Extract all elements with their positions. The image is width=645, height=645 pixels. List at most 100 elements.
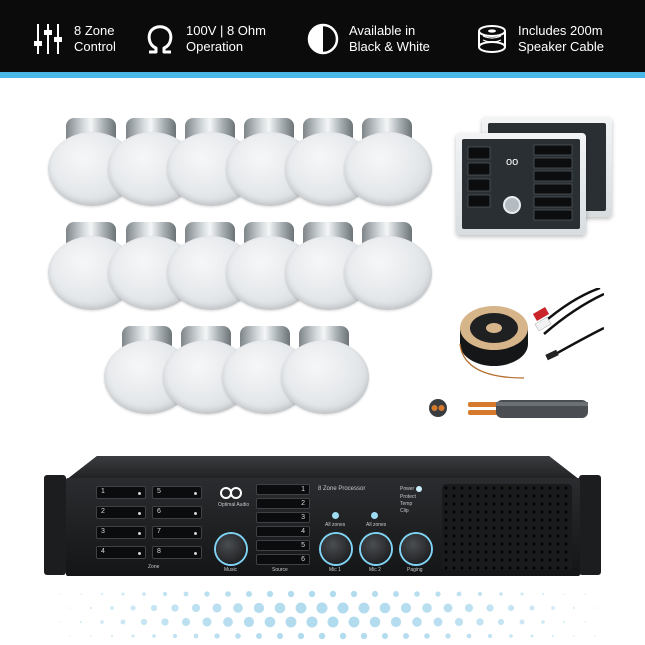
decor-dot <box>59 621 61 623</box>
sliders-icon <box>30 21 66 57</box>
power-led <box>416 486 422 492</box>
decor-dot <box>563 593 565 595</box>
mic1-label: Mic 1 <box>329 567 341 573</box>
decor-dot <box>379 602 391 614</box>
all-zones-2-label: All zones <box>366 522 387 528</box>
decor-dot <box>150 604 158 612</box>
decor-dot <box>381 632 389 640</box>
feature-line2: Black & White <box>349 39 430 54</box>
decor-dot <box>339 632 347 640</box>
decor-dot <box>454 617 464 627</box>
zone-button[interactable]: 4 <box>96 546 146 559</box>
decor-dot <box>572 606 576 610</box>
feature-zone-control: 8 Zone Control <box>30 18 116 60</box>
decor-dot <box>223 617 233 627</box>
source-button[interactable]: 4 <box>256 526 310 537</box>
status-protect: Protect <box>400 494 416 500</box>
decor-dot <box>360 632 368 640</box>
decor-dot <box>318 632 326 640</box>
decor-dot <box>264 616 276 628</box>
feature-line2: Speaker Cable <box>518 39 604 54</box>
decor-dot <box>497 618 505 626</box>
zone-button[interactable]: 6 <box>152 506 202 519</box>
decor-dot <box>308 590 316 598</box>
cable-cross-section <box>429 399 588 418</box>
zone-button[interactable]: 1 <box>96 486 146 499</box>
wall-controller-front: oo <box>456 133 586 235</box>
mic1-volume-knob[interactable] <box>321 534 351 564</box>
decor-dot <box>171 604 179 612</box>
decor-dot <box>594 607 596 609</box>
feature-line2: Control <box>74 39 116 54</box>
zone-button[interactable]: 5 <box>152 486 202 499</box>
source-button[interactable]: 5 <box>256 540 310 551</box>
decor-dot <box>100 592 104 596</box>
decor-dot <box>435 591 441 597</box>
decor-dot <box>414 591 420 597</box>
feature-bar-accent <box>0 72 645 78</box>
decor-dot <box>486 604 494 612</box>
half-circle-icon <box>305 21 341 57</box>
feature-line1: 100V | 8 Ohm <box>186 23 266 38</box>
decor-dot <box>509 634 513 638</box>
decor-dot <box>594 635 596 637</box>
decor-dot <box>390 616 402 628</box>
decor-dot <box>412 617 422 627</box>
decor-dot <box>181 617 191 627</box>
ceiling-speaker <box>281 326 371 416</box>
paging-volume-knob[interactable] <box>401 534 431 564</box>
decor-dot <box>120 619 126 625</box>
decor-dot <box>287 590 295 598</box>
decor-dot <box>584 593 586 595</box>
decorative-dot-pattern <box>59 590 596 640</box>
decor-dot <box>306 616 318 628</box>
zone-button[interactable]: 8 <box>152 546 202 559</box>
decor-dot <box>90 635 92 637</box>
source-button[interactable]: 6 <box>256 554 310 565</box>
speaker-cable-reel <box>459 288 604 379</box>
music-volume-knob[interactable] <box>216 534 246 564</box>
decor-dot <box>456 591 462 597</box>
decor-dot <box>204 591 210 597</box>
source-button[interactable]: 1 <box>256 484 310 495</box>
decor-dot <box>327 616 339 628</box>
ohm-icon <box>142 21 178 57</box>
feature-line2: Operation <box>186 39 244 54</box>
zone-label: Zone <box>148 564 160 570</box>
zone-button[interactable]: 2 <box>96 506 146 519</box>
processor-title: 8 Zone Processor <box>318 486 366 492</box>
decor-dot <box>337 602 349 614</box>
amplifier-vent-grille <box>442 484 572 570</box>
decor-dot <box>225 591 231 597</box>
mic2-volume-knob[interactable] <box>361 534 391 564</box>
decor-dot <box>519 619 525 625</box>
decor-dot <box>183 591 189 597</box>
decor-dot <box>191 603 201 613</box>
zone-button[interactable]: 3 <box>96 526 146 539</box>
zone-button[interactable]: 7 <box>152 526 202 539</box>
decor-dot <box>131 634 135 638</box>
decor-dot <box>350 590 358 598</box>
decor-dot <box>329 590 337 598</box>
mic2-label: Mic 2 <box>369 567 381 573</box>
ceiling-speaker <box>344 118 434 208</box>
decor-dot <box>233 603 243 613</box>
decor-dot <box>424 633 430 639</box>
decor-dot <box>110 606 114 610</box>
decor-dot <box>256 633 262 639</box>
cable-reel-icon <box>474 21 510 57</box>
decor-dot <box>121 592 125 596</box>
source-button[interactable]: 2 <box>256 498 310 509</box>
decor-dot <box>79 620 83 624</box>
decor-dot <box>161 618 169 626</box>
decor-dot <box>140 618 148 626</box>
source-button[interactable]: 3 <box>256 512 310 523</box>
music-label: Music <box>224 567 238 573</box>
feature-line1: Available in <box>349 23 416 38</box>
decor-dot <box>295 602 307 614</box>
decor-dot <box>243 616 255 628</box>
decor-dot <box>100 620 104 624</box>
decor-dot <box>541 620 545 624</box>
status-clip: Clip <box>400 508 409 514</box>
